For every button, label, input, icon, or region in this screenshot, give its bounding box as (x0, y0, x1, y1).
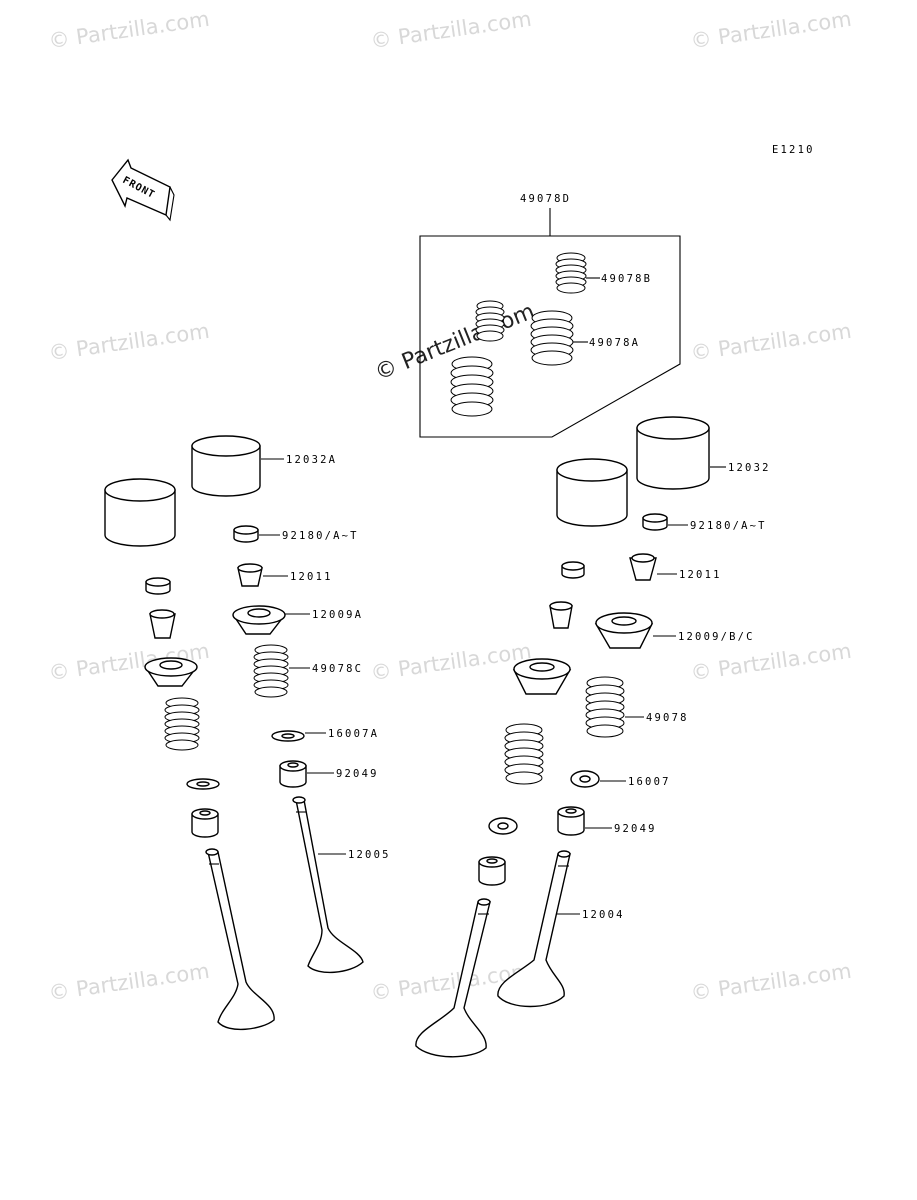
cotter-left (237, 563, 263, 587)
retainer-far-left (144, 657, 198, 687)
tappet-a (191, 435, 261, 497)
label-92049-left: 92049 (336, 768, 379, 780)
valve-intake (497, 850, 571, 1008)
label-49078: 49078 (646, 712, 689, 724)
tappet-left (104, 478, 176, 547)
valve-seal-right (557, 806, 585, 836)
label-16007: 16007 (628, 776, 671, 788)
label-12004: 12004 (582, 909, 625, 921)
label-92049-right: 92049 (614, 823, 657, 835)
label-12032: 12032 (728, 462, 771, 474)
front-arrow-icon: FRONT (111, 158, 175, 222)
spring-seat-far-left (186, 778, 220, 790)
tappet (636, 416, 710, 490)
label-12011-right: 12011 (679, 569, 722, 581)
cotter-right (629, 553, 657, 581)
label-92180-right: 92180/A~T (690, 520, 767, 532)
valve-spring-large (450, 356, 494, 417)
tappet-right (556, 458, 628, 527)
shim-far-left (145, 577, 171, 595)
label-49078C: 49078C (312, 663, 363, 675)
spring-seat (570, 770, 600, 788)
valve-exhaust (292, 796, 364, 973)
valve-spring-b (555, 252, 587, 294)
valve-spring-far-left (164, 697, 200, 751)
label-12011-left: 12011 (290, 571, 333, 583)
label-12005: 12005 (348, 849, 391, 861)
diagram-code: E1210 (772, 144, 815, 156)
retainer-a (232, 605, 286, 635)
label-12009A: 12009A (312, 609, 363, 621)
valve-spring-far-right (504, 723, 544, 785)
spring-seat-a (271, 730, 305, 742)
shim-far-right (561, 561, 585, 579)
valve-spring (585, 676, 625, 738)
label-92180-left: 92180/A~T (282, 530, 359, 542)
label-49078A: 49078A (589, 337, 640, 349)
valve-far-left (205, 848, 275, 1031)
valve-seal-far-right (478, 856, 506, 886)
label-12009BC: 12009/B/C (678, 631, 755, 643)
cotter-far-right (549, 601, 573, 629)
valve-spring-a (530, 310, 574, 366)
retainer-bc (594, 612, 654, 649)
valve-far-right (415, 898, 491, 1058)
valve-spring-small (475, 300, 505, 342)
shim-left (233, 525, 259, 543)
label-12032A: 12032A (286, 454, 337, 466)
retainer-far-right (512, 658, 572, 695)
valve-spring-c (253, 644, 289, 698)
shim-right (642, 513, 668, 531)
label-16007A: 16007A (328, 728, 379, 740)
valve-seal-left (279, 760, 307, 788)
valve-seal-far-left (191, 808, 219, 838)
spring-kit-box (419, 208, 681, 438)
label-49078D: 49078D (520, 193, 571, 205)
cotter-far-left (149, 609, 176, 639)
spring-seat-far-right (488, 817, 518, 835)
label-49078B: 49078B (601, 273, 652, 285)
